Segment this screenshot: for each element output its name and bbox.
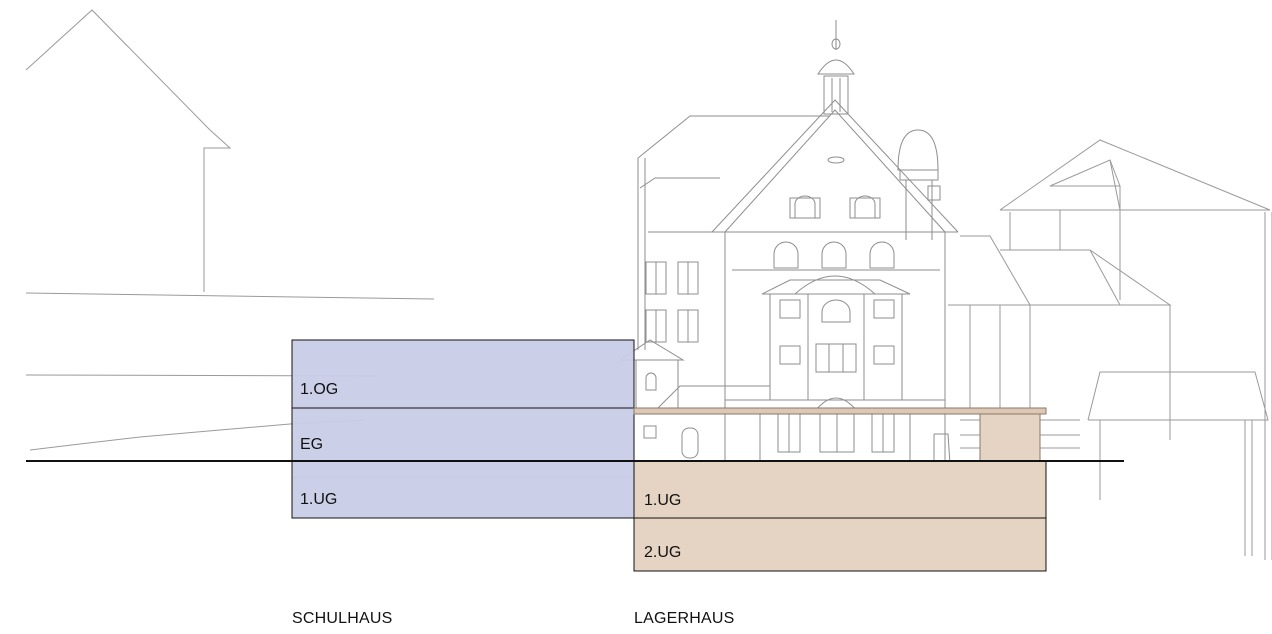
schulhaus-label-1og: 1.OG [300, 381, 339, 398]
schulhaus-floor-1ug [291, 460, 635, 519]
schulhaus-section [291, 339, 635, 519]
lagerhaus-annex-block [979, 413, 1041, 462]
schulhaus-label-eg: EG [300, 436, 324, 453]
lagerhaus-floor-1ug [633, 460, 1047, 519]
caption-schulhaus: SCHULHAUS [292, 610, 393, 627]
schulhaus-label-1ug: 1.UG [300, 491, 338, 508]
lagerhaus-section [633, 407, 1047, 572]
lagerhaus-label-1ug: 1.UG [644, 492, 682, 509]
lagerhaus-label-2ug: 2.UG [644, 544, 682, 561]
caption-lagerhaus: LAGERHAUS [634, 610, 735, 627]
lagerhaus-floor-2ug [633, 517, 1047, 572]
schulhaus-floor-eg [291, 407, 635, 462]
schulhaus-floor-1og [291, 339, 635, 409]
lagerhaus-slab [633, 407, 1047, 415]
historic-building-sketch [619, 20, 959, 465]
